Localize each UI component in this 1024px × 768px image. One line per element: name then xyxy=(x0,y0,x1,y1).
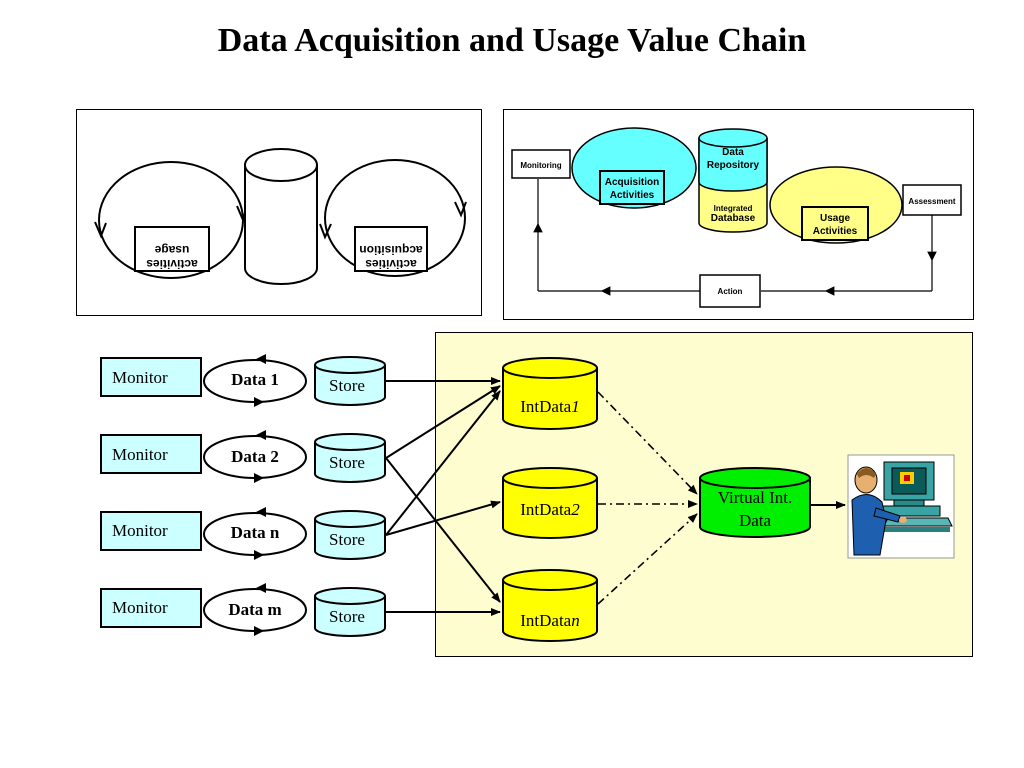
monitor-box xyxy=(100,357,202,397)
intdata-cylinder-2: IntData2 xyxy=(502,467,598,539)
data-repository-label-2: Repository xyxy=(707,160,760,171)
repository-cylinder xyxy=(244,148,318,285)
intdata-cylinder-1: IntData1 xyxy=(502,357,598,430)
action-label: Action xyxy=(718,287,743,296)
repository-cylinder xyxy=(698,128,768,233)
virtual-data-cylinder: Virtual Int. Data xyxy=(699,467,811,538)
usage-loop-arrowhead xyxy=(94,221,107,239)
value-chain-diagram: Data Repository Integrated Database Acqu… xyxy=(511,127,962,308)
source-row-2: Monitor Data 2 Store xyxy=(100,430,386,483)
acquisition-label-line1: acquisition xyxy=(359,243,422,257)
store-label: Store xyxy=(329,376,365,395)
page-title: Data Acquisition and Usage Value Chain xyxy=(217,22,807,59)
usage-activities-box xyxy=(801,206,869,241)
cycle-diagram-panel: usage activities acquisition activities xyxy=(76,109,482,316)
source-row-4: Monitor Data m Store xyxy=(100,583,386,637)
source-row-3: Monitor Data n Store xyxy=(100,507,386,560)
source-row-1: Monitor Data 1 Store xyxy=(100,354,386,407)
acquisition-label-line2: activities xyxy=(365,257,417,271)
store-label: Store xyxy=(329,453,365,472)
data-repository-label-1: Data xyxy=(722,147,744,158)
data-label: Data n xyxy=(231,523,280,542)
cycle-diagram: usage activities acquisition activities xyxy=(94,148,467,285)
intdata-cylinder-3: IntDatan xyxy=(502,569,598,642)
integrated-database-label-2: Database xyxy=(711,213,756,224)
usage-activities-label-2: Activities xyxy=(813,226,858,237)
acquisition-loop-arrowhead xyxy=(454,201,467,218)
user-computer-icon xyxy=(847,454,955,559)
intdata-label: IntData2 xyxy=(520,500,580,519)
usage-activities-box xyxy=(134,226,210,272)
monitor-box xyxy=(100,588,202,628)
intdata-label: IntDatan xyxy=(520,611,579,630)
acquisition-activities-box xyxy=(599,170,665,205)
assessment-box xyxy=(902,184,962,216)
monitor-label: Monitor xyxy=(112,368,168,387)
store-label: Store xyxy=(329,530,365,549)
monitor-label: Monitor xyxy=(112,445,168,464)
monitor-label: Monitor xyxy=(112,598,168,617)
monitor-label: Monitor xyxy=(112,521,168,540)
usage-label-line2: activities xyxy=(146,257,198,271)
virtual-data-label-1: Virtual Int. xyxy=(718,488,793,507)
store-cylinder xyxy=(314,587,386,637)
store-cylinder xyxy=(314,433,386,483)
monitoring-box xyxy=(511,149,571,179)
data-label: Data 1 xyxy=(231,370,279,389)
usage-label-line1: usage xyxy=(154,243,189,257)
data-label: Data m xyxy=(228,600,281,619)
data-label: Data 2 xyxy=(231,447,279,466)
acquisition-loop-arrowhead-left xyxy=(319,223,332,240)
assessment-label: Assessment xyxy=(908,197,955,206)
intdata-label: IntData1 xyxy=(520,397,579,416)
store-label: Store xyxy=(329,607,365,626)
virtual-data-label-2: Data xyxy=(739,511,772,530)
acquisition-activities-box xyxy=(354,226,428,272)
usage-activities-label-1: Usage xyxy=(820,213,850,224)
action-box xyxy=(699,274,761,308)
value-chain-panel: Data Repository Integrated Database Acqu… xyxy=(503,109,974,320)
store-cylinder xyxy=(314,510,386,560)
intdata-to-virtual-links xyxy=(597,391,698,605)
acquisition-loop xyxy=(324,159,466,277)
integrated-database-label-1: Integrated xyxy=(714,204,753,213)
monitoring-label: Monitoring xyxy=(520,161,561,170)
acquisition-activities-label-1: Acquisition xyxy=(605,177,659,188)
monitor-box xyxy=(100,434,202,474)
acquisition-activities-label-2: Activities xyxy=(610,190,655,201)
monitor-box xyxy=(100,511,202,551)
store-cylinder xyxy=(314,356,386,406)
store-to-intdata-arrows xyxy=(385,377,501,616)
